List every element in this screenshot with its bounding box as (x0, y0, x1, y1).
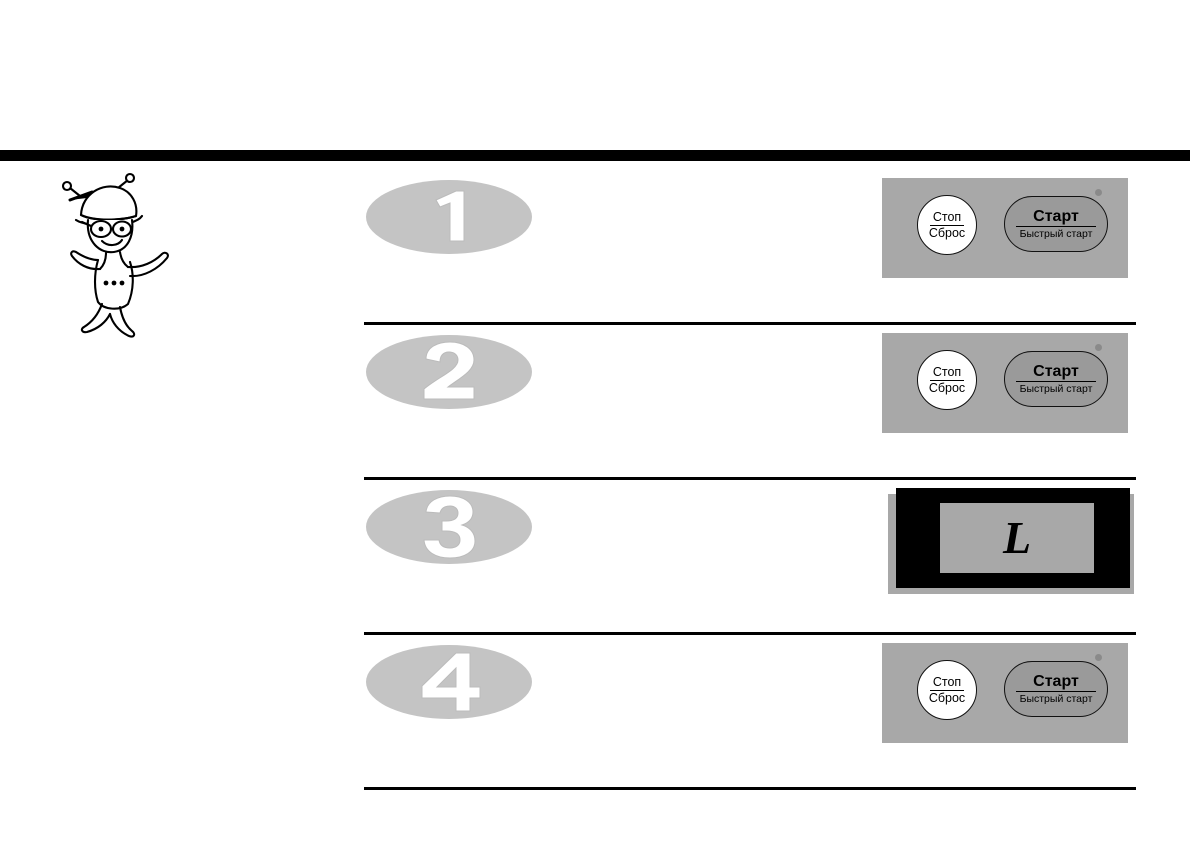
start-quickstart-button[interactable]: Старт Быстрый старт (1004, 196, 1108, 252)
indicator-led-icon (1095, 654, 1102, 661)
start-quickstart-button[interactable]: Старт Быстрый старт (1004, 661, 1108, 717)
indicator-led-icon (1095, 344, 1102, 351)
mascot-illustration (58, 170, 198, 345)
step-row: Стоп Сброс Старт Быстрый старт (364, 170, 1136, 325)
stop-button-divider (930, 224, 964, 226)
step-numeral-4 (364, 643, 534, 721)
start-button-line2: Быстрый старт (1019, 693, 1093, 706)
mascot-icon (61, 172, 169, 338)
start-button-line1: Старт (1033, 362, 1079, 380)
step-numeral-3 (364, 488, 534, 566)
start-quickstart-button[interactable]: Старт Быстрый старт (1004, 351, 1108, 407)
step-row: L (364, 480, 1136, 635)
steps-list: Стоп Сброс Старт Быстрый старт Стоп (364, 170, 1136, 810)
stop-button-line1: Стоп (932, 364, 962, 379)
start-button-divider (1016, 225, 1096, 228)
stop-button-line1: Стоп (932, 674, 962, 689)
step-divider-rule (364, 787, 1136, 790)
numeral-2-icon (366, 335, 532, 409)
stop-button-line2: Сброс (928, 690, 966, 705)
header-rule (0, 150, 1190, 161)
numeral-3-icon (366, 490, 532, 564)
stop-reset-button[interactable]: Стоп Сброс (917, 350, 977, 410)
numeral-1-icon (366, 180, 532, 254)
step-divider-rule (364, 632, 1136, 635)
start-button-line1: Старт (1033, 207, 1079, 225)
step-numeral-1 (364, 178, 534, 256)
control-panel-graphic: Стоп Сброс Старт Быстрый старт (882, 333, 1128, 433)
start-button-divider (1016, 380, 1096, 383)
start-button-line1: Старт (1033, 672, 1079, 690)
stop-button-divider (930, 689, 964, 691)
step-row: Стоп Сброс Старт Быстрый старт (364, 325, 1136, 480)
step-row: Стоп Сброс Старт Быстрый старт (364, 635, 1136, 790)
display-screen: L (940, 503, 1094, 573)
numeral-4-icon (366, 645, 532, 719)
indicator-led-icon (1095, 189, 1102, 196)
stop-button-line2: Сброс (928, 380, 966, 395)
step-numeral-2 (364, 333, 534, 411)
step-divider-rule (364, 477, 1136, 480)
control-panel-graphic: Стоп Сброс Старт Быстрый старт (882, 643, 1128, 743)
display-value: L (1002, 512, 1032, 563)
control-panel-graphic: Стоп Сброс Старт Быстрый старт (882, 178, 1128, 278)
start-button-line2: Быстрый старт (1019, 228, 1093, 241)
stop-button-divider (930, 379, 964, 381)
stop-reset-button[interactable]: Стоп Сброс (917, 195, 977, 255)
step-divider-rule (364, 322, 1136, 325)
stop-button-line1: Стоп (932, 209, 962, 224)
stop-button-line2: Сброс (928, 225, 966, 240)
stop-reset-button[interactable]: Стоп Сброс (917, 660, 977, 720)
display-graphic: L (896, 488, 1130, 588)
start-button-line2: Быстрый старт (1019, 383, 1093, 396)
start-button-divider (1016, 690, 1096, 693)
